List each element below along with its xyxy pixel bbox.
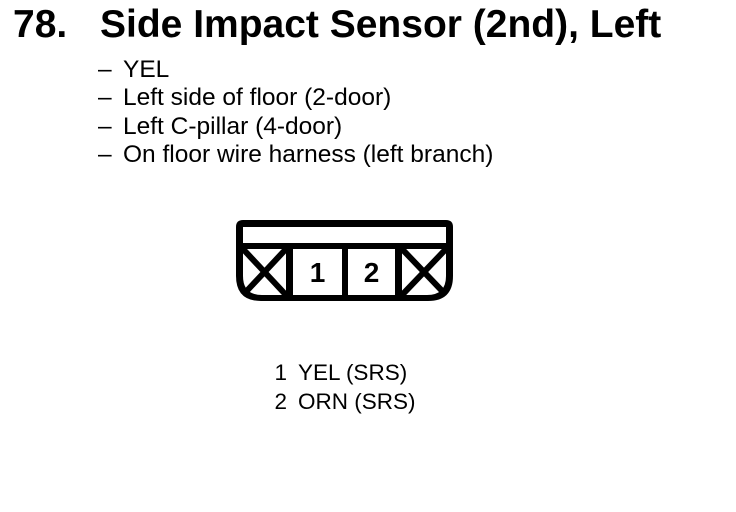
- list-item: –YEL: [98, 56, 493, 84]
- pin-legend: 1 YEL (SRS) 2 ORN (SRS): [270, 358, 416, 416]
- x-mark-icon: [399, 246, 449, 298]
- page-title: Side Impact Sensor (2nd), Left: [100, 3, 662, 46]
- x-mark-icon: [240, 246, 289, 298]
- legend-row: 1 YEL (SRS): [270, 358, 416, 387]
- pin-number-1: 1: [310, 257, 326, 288]
- legend-pin-number: 1: [274, 360, 287, 385]
- pin-number-2: 2: [364, 257, 380, 288]
- list-item: –Left C-pillar (4-door): [98, 113, 493, 141]
- pin-cavity-2: [348, 249, 395, 295]
- legend-pin-number: 2: [274, 389, 287, 414]
- detail-list: –YEL –Left side of floor (2-door) –Left …: [98, 56, 493, 170]
- dash-bullet: –: [98, 141, 112, 169]
- connector-diagram: 1 2: [236, 220, 453, 301]
- list-item-text: On floor wire harness (left branch): [123, 141, 494, 169]
- connector-top-strip: [243, 227, 446, 243]
- list-item-text: Left C-pillar (4-door): [123, 112, 343, 140]
- list-item: –Left side of floor (2-door): [98, 84, 493, 112]
- pin-cavity-1: [293, 249, 342, 295]
- list-item-text: YEL: [123, 56, 170, 83]
- dash-bullet: –: [98, 56, 112, 83]
- legend-row: 2 ORN (SRS): [270, 387, 416, 416]
- dash-bullet: –: [98, 84, 112, 112]
- item-number: 78.: [13, 3, 68, 46]
- legend-wire-label: YEL (SRS): [298, 360, 408, 385]
- dash-bullet: –: [98, 112, 112, 140]
- list-item: –On floor wire harness (left branch): [98, 141, 493, 169]
- legend-wire-label: ORN (SRS): [298, 389, 416, 414]
- list-item-text: Left side of floor (2-door): [123, 84, 392, 112]
